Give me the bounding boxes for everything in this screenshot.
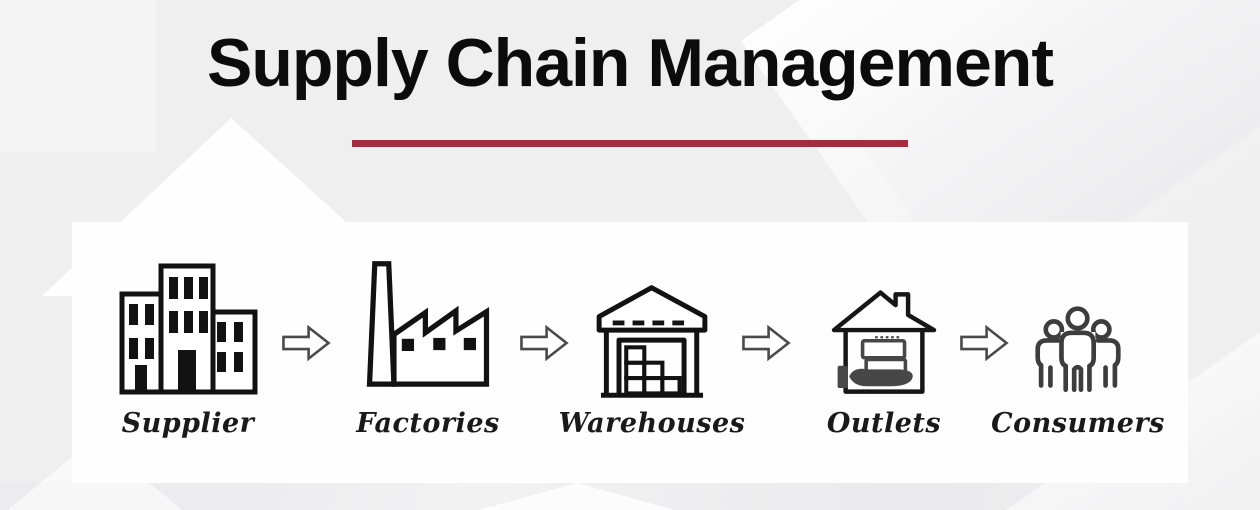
- background-shape: [0, 482, 1260, 510]
- shop-hand-register-icon: [826, 234, 942, 399]
- background-shape: [352, 483, 802, 510]
- stage-factories: Factories: [328, 234, 528, 439]
- right-block-arrow-icon: [958, 323, 1010, 363]
- stage-warehouses: Warehouses: [552, 234, 752, 439]
- stage-label: Factories: [356, 408, 500, 439]
- warehouse-boxes-icon: [591, 234, 713, 399]
- page-title: Supply Chain Management: [207, 25, 1054, 101]
- right-block-arrow-icon: [518, 323, 570, 363]
- flow-panel: Supplier: [72, 222, 1188, 483]
- people-group-icon: [1029, 234, 1127, 399]
- stage-label: Consumers: [991, 408, 1165, 439]
- title-underline: [352, 140, 908, 147]
- factory-icon: [358, 234, 498, 399]
- stage-consumers: Consumers: [978, 234, 1178, 439]
- stage-supplier: Supplier: [88, 234, 288, 439]
- stage-label: Warehouses: [558, 408, 746, 439]
- stage-label: Supplier: [121, 408, 255, 439]
- stage-outlets: Outlets: [784, 234, 984, 439]
- right-block-arrow-icon: [280, 323, 332, 363]
- stage-label: Outlets: [826, 408, 942, 439]
- city-buildings-icon: [113, 234, 263, 399]
- right-block-arrow-icon: [740, 323, 792, 363]
